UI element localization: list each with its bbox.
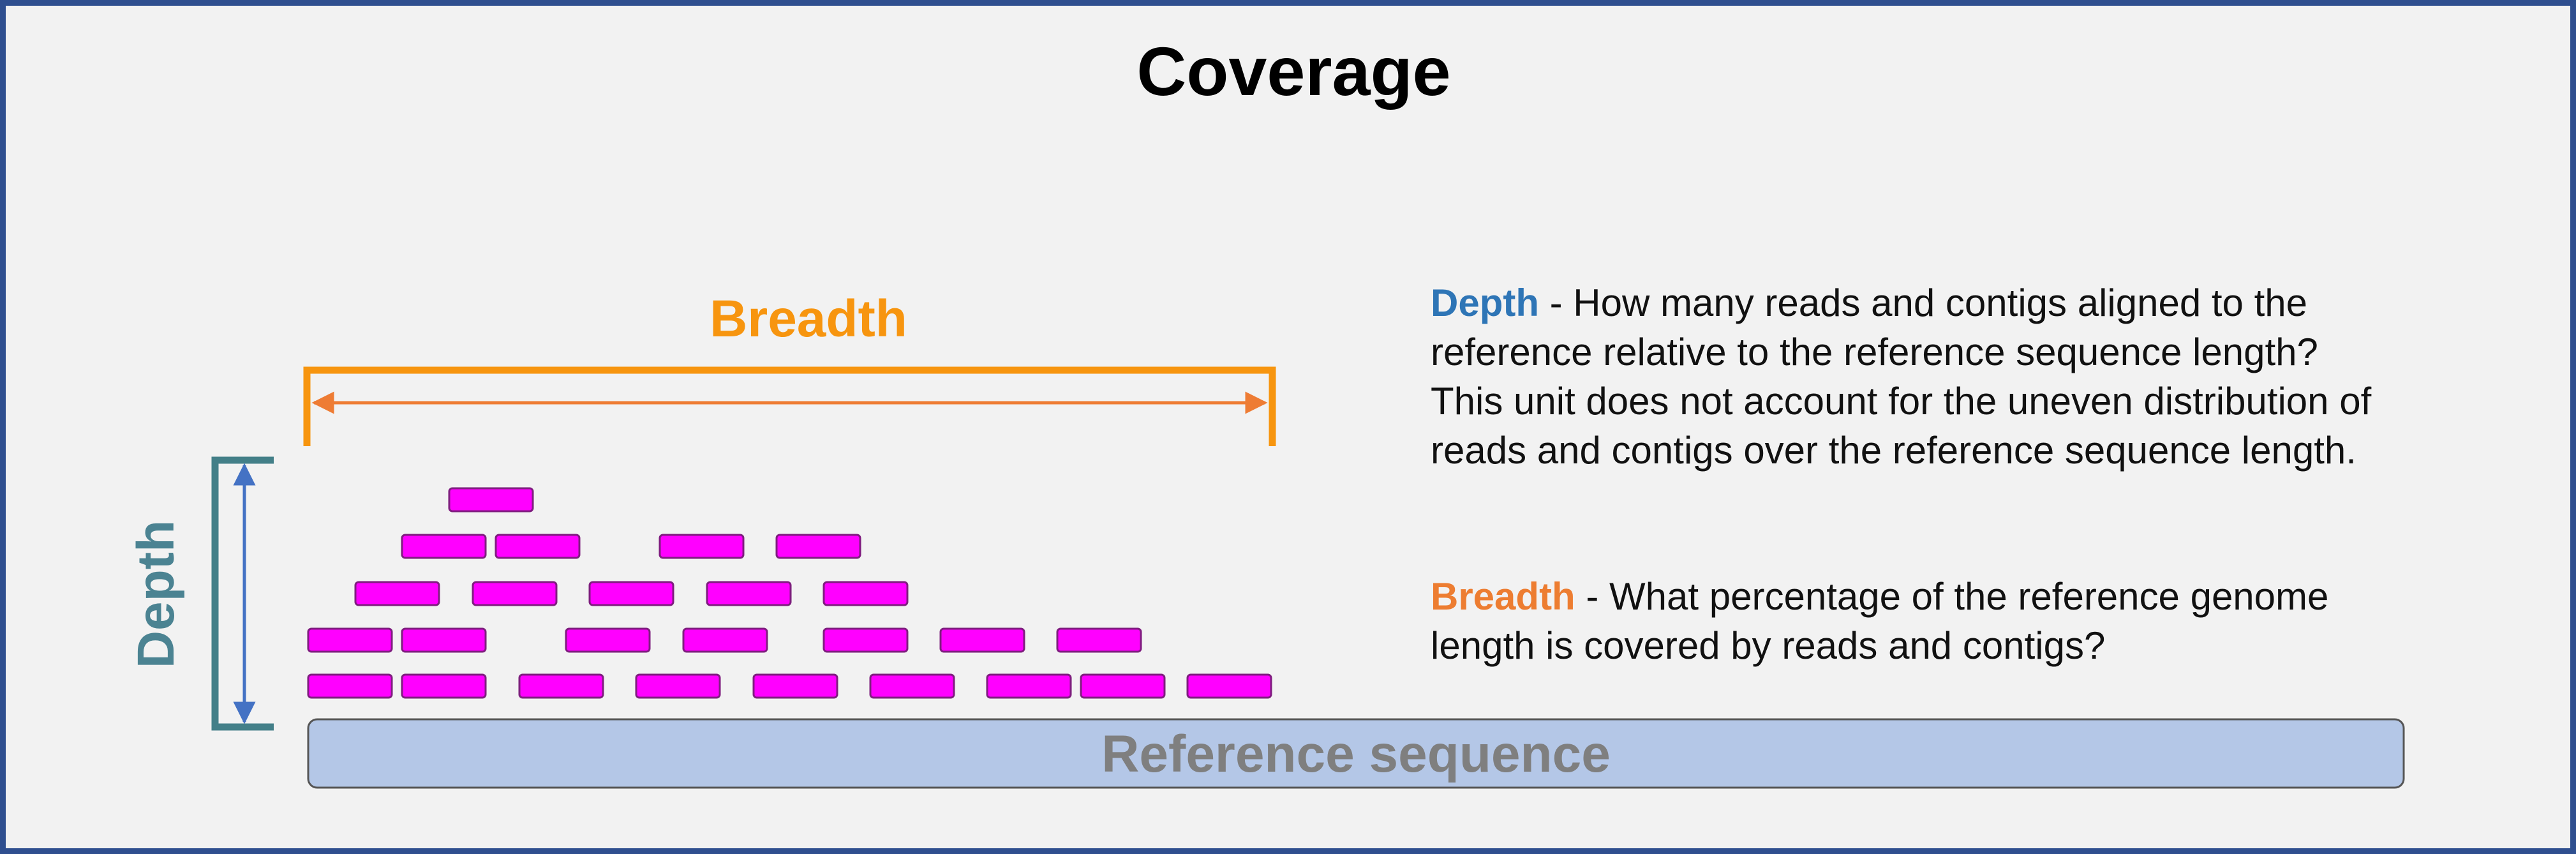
read-segment	[448, 487, 534, 513]
read-segment	[635, 673, 721, 699]
depth-definition: Depth - How many reads and contigs align…	[1431, 278, 2388, 475]
reference-sequence-bar	[307, 718, 2405, 789]
breadth-label: Breadth	[710, 290, 907, 348]
read-segment	[823, 581, 909, 606]
reads-pileup	[307, 487, 1272, 699]
read-segment	[307, 627, 393, 653]
read-segment	[1186, 673, 1272, 699]
read-segment	[939, 627, 1025, 653]
read-segment	[823, 627, 909, 653]
read-segment	[869, 673, 955, 699]
read-segment	[659, 534, 745, 559]
read-segment	[401, 627, 487, 653]
breadth-definition: Breadth - What percentage of the referen…	[1431, 572, 2388, 670]
read-segment	[472, 581, 558, 606]
read-segment	[495, 534, 581, 559]
diagram-title: Coverage	[1136, 33, 1451, 110]
read-segment	[401, 673, 487, 699]
reference-sequence-label: Reference sequence	[1101, 725, 1611, 783]
read-segment	[565, 627, 651, 653]
depth-label: Depth	[127, 520, 185, 668]
depth-definition-text: - How many reads and contigs aligned to …	[1431, 281, 2372, 472]
breadth-term: Breadth	[1431, 575, 1575, 618]
breadth-definition-text: - What percentage of the reference genom…	[1431, 575, 2329, 667]
read-segment	[401, 534, 487, 559]
read-segment	[354, 581, 440, 606]
breadth-bracket	[303, 366, 1276, 446]
read-segment	[588, 581, 674, 606]
read-segment	[1080, 673, 1166, 699]
read-segment	[706, 581, 792, 606]
read-segment	[986, 673, 1072, 699]
read-segment	[775, 534, 861, 559]
read-segment	[752, 673, 838, 699]
read-segment	[518, 673, 604, 699]
coverage-diagram: Breadth Depth Reference sequence	[127, 290, 2405, 789]
depth-term: Depth	[1431, 281, 1539, 324]
depth-bracket	[211, 456, 274, 731]
read-segment	[307, 673, 393, 699]
read-segment	[1056, 627, 1142, 653]
read-segment	[682, 627, 768, 653]
